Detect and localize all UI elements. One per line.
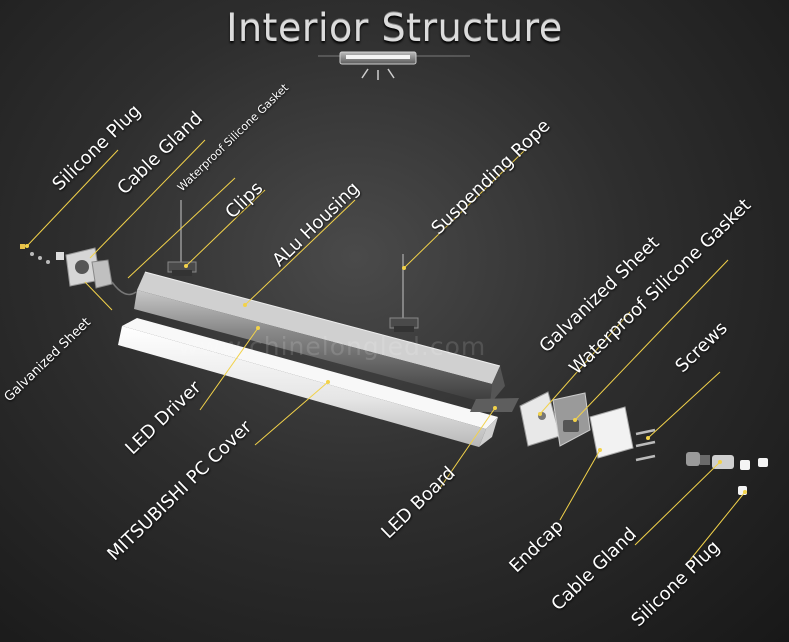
leader-led-driver: [199, 327, 259, 411]
watermark: www.chinelongled.com: [178, 332, 487, 361]
leader-mitsubishi-pc-cover: [254, 381, 329, 446]
leader-silicone-plug-left: [26, 149, 119, 247]
leader-suspending-rope: [403, 149, 526, 269]
leader-waterproof-gasket-left: [127, 177, 236, 279]
leader-lines: [26, 139, 746, 561]
leader-alu-housing: [244, 199, 356, 306]
clip-right-shape: [389, 254, 419, 332]
leader-endcap: [559, 449, 601, 521]
leader-silicone-plug-right: [689, 491, 746, 561]
leader-galvanized-sheet-left: [84, 281, 113, 311]
left-endcap-assembly: [20, 244, 137, 296]
leader-dots: [25, 244, 747, 494]
title-emblem-icon: [318, 51, 470, 80]
leader-waterproof-gasket-right: [574, 259, 729, 421]
clip-left-shape: [167, 200, 197, 276]
pc-cover-shape: [118, 318, 498, 447]
leader-galvanized-sheet-right: [539, 311, 631, 415]
leader-led-board: [439, 407, 496, 489]
leader-cable-gland-left: [89, 139, 206, 259]
leader-clips: [185, 189, 266, 267]
page-title: Interior Structure: [226, 6, 563, 50]
leader-screws: [647, 371, 721, 439]
right-endcap-assembly: [519, 391, 768, 495]
led-board-shape: [470, 398, 519, 412]
alu-housing-shape: [134, 271, 505, 404]
leader-cable-gland-right: [634, 461, 721, 546]
